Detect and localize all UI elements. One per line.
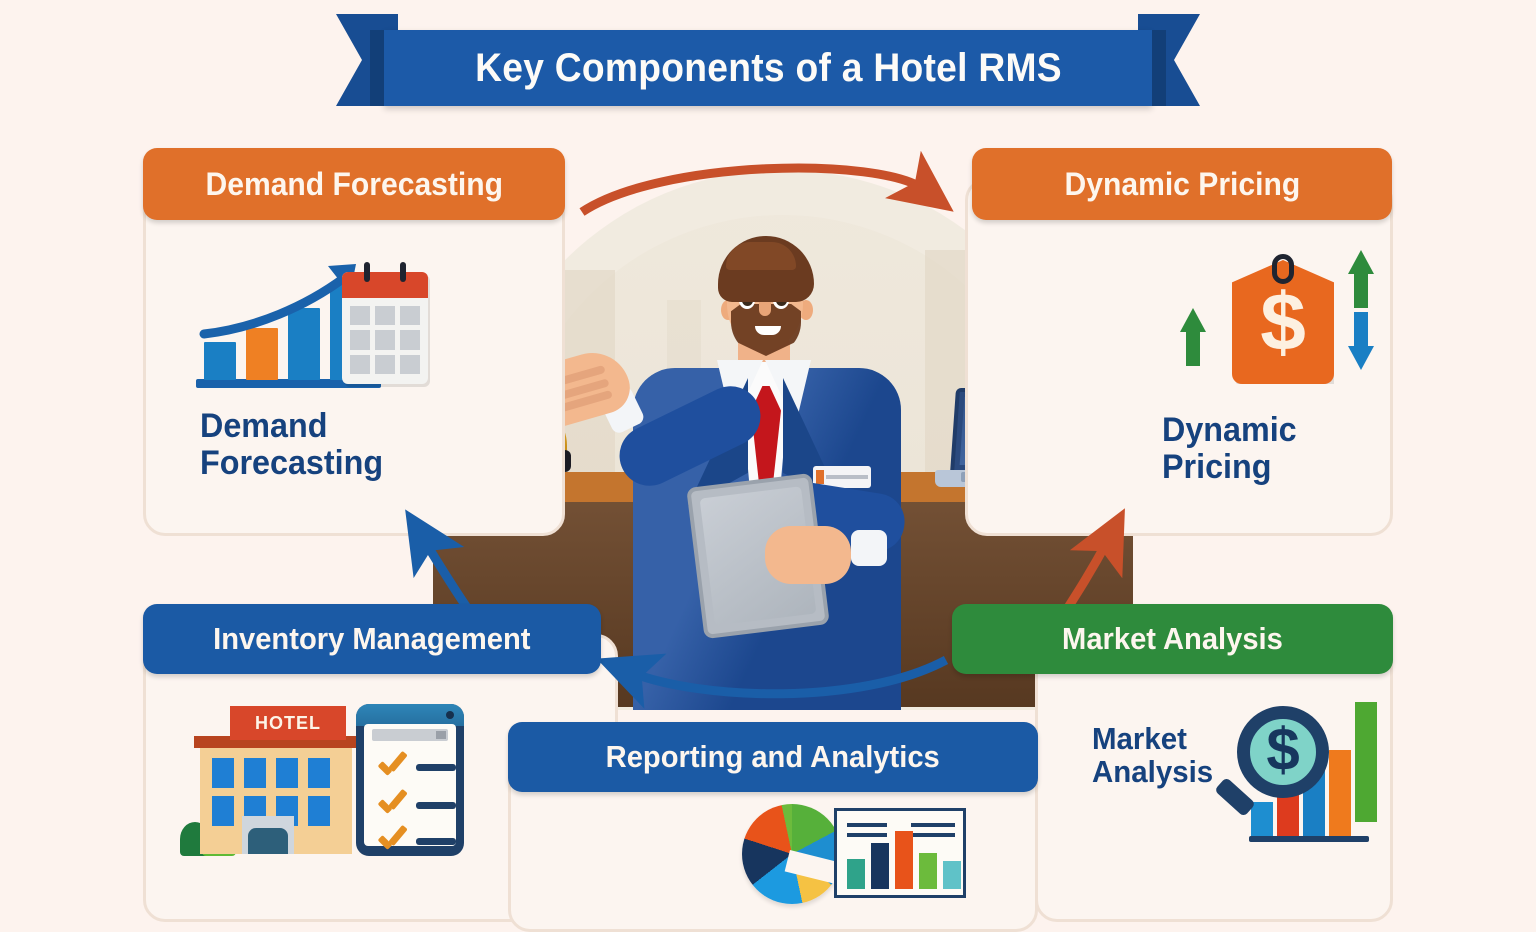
bar-chart-growth-calendar-icon <box>196 258 428 390</box>
checklist-tablet <box>356 704 464 856</box>
header-market-analysis-label: Market Analysis <box>1062 621 1283 656</box>
hotel-window <box>308 758 330 788</box>
hotel-sign-text: HOTEL <box>255 712 321 733</box>
checklist-line <box>416 838 456 845</box>
checklist-line <box>416 764 456 771</box>
tablet-screen <box>364 724 456 846</box>
header-inventory-management-label: Inventory Management <box>213 621 531 656</box>
hotel-window <box>212 758 234 788</box>
label-dynamic-line1: Dynamic <box>1162 411 1297 449</box>
header-reporting-analytics-label: Reporting and Analytics <box>605 739 941 774</box>
pie-chart-report-icon <box>742 800 968 910</box>
header-demand-forecasting[interactable]: Demand Forecasting <box>143 148 565 220</box>
header-market-analysis[interactable]: Market Analysis <box>952 604 1393 674</box>
tablet-camera <box>446 711 454 719</box>
price-tag-hole <box>1272 254 1294 284</box>
header-dynamic-pricing[interactable]: Dynamic Pricing <box>972 148 1392 220</box>
label-demand-forecasting: Demand Forecasting <box>200 408 383 481</box>
label-demand-line1: Demand <box>200 407 328 445</box>
checkmark-icon <box>378 830 408 852</box>
market-bar-1 <box>1251 802 1273 836</box>
person-cuff-left <box>851 530 887 566</box>
report-bar-5 <box>943 861 961 889</box>
header-inventory-management[interactable]: Inventory Management <box>143 604 601 674</box>
chart-baseline <box>1249 836 1369 842</box>
checkmark-icon <box>378 794 408 816</box>
report-bar-2 <box>871 843 889 889</box>
title-banner: Key Components of a Hotel RMS <box>0 8 1536 116</box>
bar-2 <box>246 328 278 380</box>
dollar-sign-icon: $ <box>1260 277 1306 368</box>
label-dynamic-line2: Pricing <box>1162 447 1272 486</box>
price-tag-dollar-arrows-icon: $ <box>1176 246 1388 392</box>
label-market-line1: Market <box>1092 721 1187 756</box>
label-market-analysis: Market Analysis <box>1092 722 1213 789</box>
report-bar-1 <box>847 859 865 889</box>
person-nose <box>759 298 771 316</box>
calendar-ring-right <box>400 262 406 282</box>
hotel-building-checklist-tablet-icon: HOTEL <box>180 700 464 860</box>
page-title: Key Components of a Hotel RMS <box>474 45 1062 90</box>
checkmark-icon <box>378 756 408 778</box>
tablet-search-bar <box>372 729 448 741</box>
market-bar-4 <box>1329 750 1351 836</box>
hotel-sign: HOTEL <box>230 706 346 740</box>
hotel-entrance <box>242 816 294 854</box>
person-name-badge <box>813 466 871 488</box>
checklist-line <box>416 802 456 809</box>
person-mouth <box>755 326 781 335</box>
header-demand-forecasting-label: Demand Forecasting <box>205 165 503 202</box>
bar-3 <box>288 308 320 380</box>
report-bar-4 <box>919 853 937 889</box>
report-panel <box>834 808 966 898</box>
magnifier-dollar-bar-chart-icon: $ <box>1213 700 1389 850</box>
hotel-window <box>244 758 266 788</box>
tablet-top-bar <box>356 704 464 726</box>
chart-axis <box>196 379 381 388</box>
calendar-header <box>342 272 428 298</box>
header-dynamic-pricing-label: Dynamic Pricing <box>1064 165 1300 202</box>
person-hand-holding-tablet <box>765 526 851 584</box>
report-bar-3 <box>895 831 913 889</box>
ribbon-body: Key Components of a Hotel RMS <box>370 30 1166 106</box>
header-reporting-analytics[interactable]: Reporting and Analytics <box>508 722 1038 792</box>
label-market-line2: Analysis <box>1092 754 1214 790</box>
label-demand-line2: Forecasting <box>200 443 384 482</box>
bar-1 <box>204 342 236 380</box>
report-text-line <box>847 823 887 827</box>
dollar-sign-icon: $ <box>1266 716 1300 783</box>
report-text-line <box>911 823 955 827</box>
report-text-line <box>847 833 887 837</box>
hotel-window <box>276 758 298 788</box>
calendar-icon <box>342 262 428 384</box>
calendar-ring-left <box>364 262 370 282</box>
calendar-grid <box>350 306 420 374</box>
market-bar-5 <box>1355 702 1377 822</box>
hotel-window <box>212 796 234 826</box>
hotel-window <box>308 796 330 826</box>
label-dynamic-pricing: Dynamic Pricing <box>1162 412 1297 485</box>
report-text-line <box>911 833 955 837</box>
